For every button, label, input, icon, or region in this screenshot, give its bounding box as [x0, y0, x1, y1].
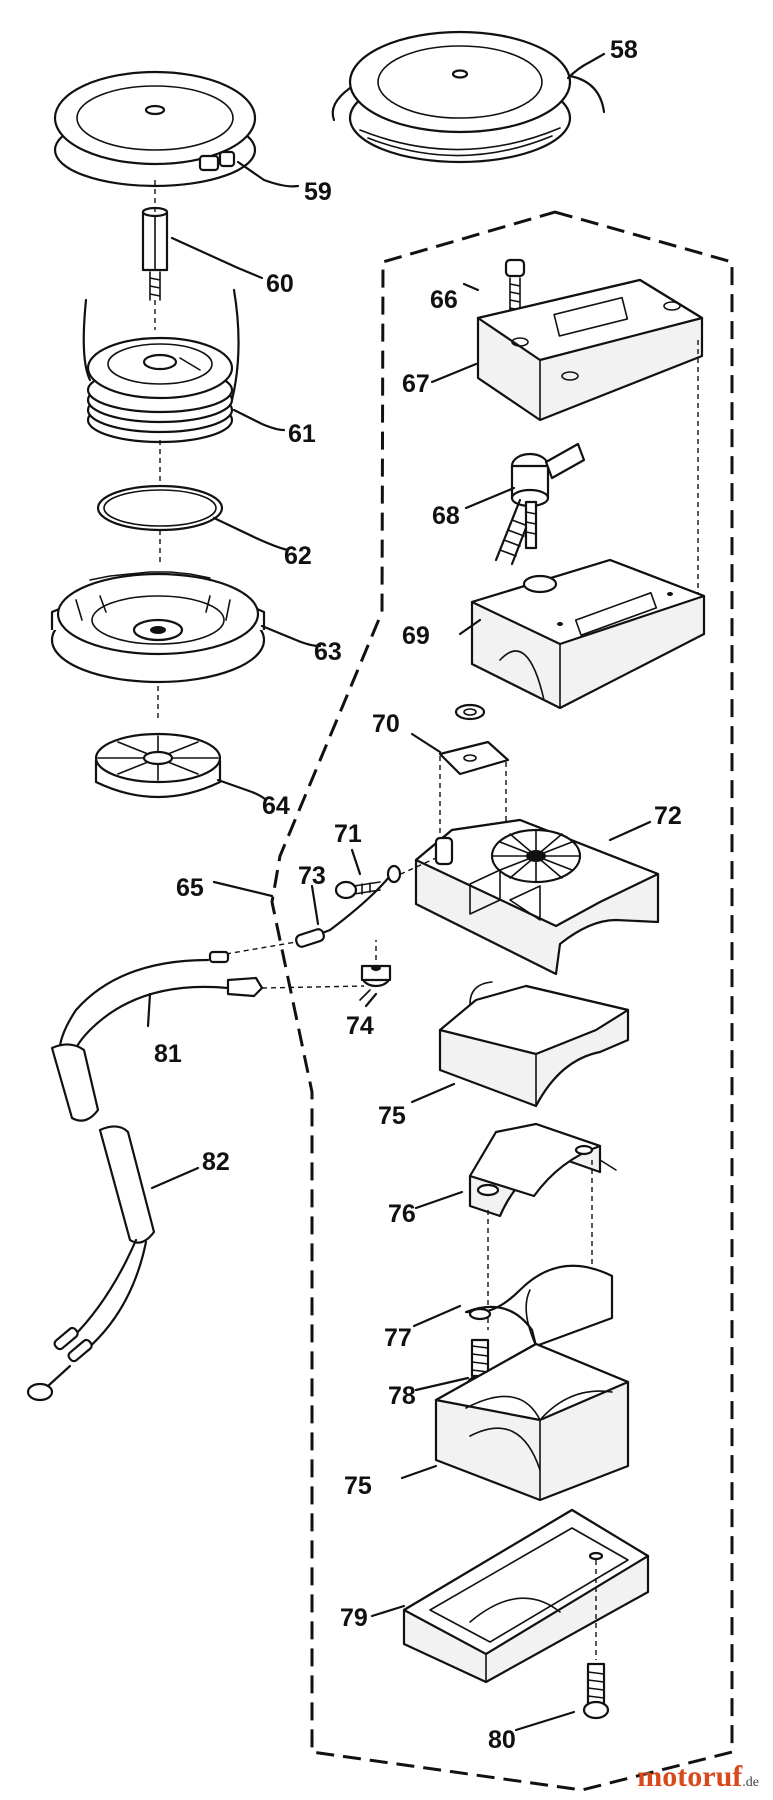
label-67: 67	[402, 370, 430, 398]
label-61: 61	[288, 420, 316, 448]
label-82: 82	[202, 1148, 230, 1176]
part-73-terminal-wire	[225, 864, 402, 955]
part-74-switch	[359, 940, 392, 1001]
label-73: 73	[298, 862, 326, 890]
watermark-tld: .de	[742, 1775, 759, 1790]
label-75a: 75	[378, 1102, 406, 1130]
assembly-boundary-dashed	[270, 210, 734, 1792]
part-58-spool-with-line	[331, 30, 606, 164]
label-71: 71	[334, 820, 362, 848]
label-65: 65	[176, 874, 204, 902]
part-labels: 58 59 60 61 62 63 64 65 66 67 68 69 70 7…	[154, 36, 682, 1754]
label-70: 70	[372, 710, 400, 738]
part-75-upper-housing	[438, 981, 630, 1108]
part-80-screw	[582, 1560, 610, 1720]
part-72-switch-body	[414, 818, 660, 976]
label-60: 60	[266, 270, 294, 298]
part-71-small-screw	[334, 857, 437, 900]
part-67-clamp-plate	[476, 278, 704, 596]
part-69-lower-clamp	[470, 558, 706, 710]
label-76: 76	[388, 1200, 416, 1228]
leader-lines	[146, 52, 652, 1732]
part-77-lower-clamp-half	[464, 1264, 614, 1348]
part-68-thumb-screw	[494, 442, 586, 566]
label-68: 68	[432, 502, 460, 530]
part-75-lower-housing	[434, 1342, 630, 1502]
part-61-line-spool	[82, 288, 240, 444]
label-66: 66	[430, 286, 458, 314]
part-64-knob	[94, 732, 222, 799]
watermark-brand: motoruf	[637, 1760, 743, 1793]
label-64: 64	[262, 792, 290, 820]
part-76-clamp	[468, 1122, 617, 1330]
label-63: 63	[314, 638, 342, 666]
part-59-cover	[53, 70, 257, 188]
part-70-plate-and-nut	[438, 703, 510, 834]
part-82-wire-leads	[26, 1125, 156, 1402]
part-79-bottom-cover	[402, 1508, 650, 1684]
label-81: 81	[154, 1040, 182, 1068]
label-77: 77	[384, 1324, 412, 1352]
label-79: 79	[340, 1604, 368, 1632]
part-62-o-ring	[96, 440, 224, 566]
label-74: 74	[346, 1012, 374, 1040]
part-81-wire-harness	[50, 950, 365, 1122]
part-63-spool-housing	[50, 571, 266, 720]
label-58: 58	[610, 36, 638, 64]
motoruf-watermark-logo: motoruf.de	[637, 1760, 759, 1794]
label-72: 72	[654, 802, 682, 830]
label-62: 62	[284, 542, 312, 570]
label-75b: 75	[344, 1472, 372, 1500]
label-80: 80	[488, 1726, 516, 1754]
label-69: 69	[402, 622, 430, 650]
part-60-hex-spacer	[141, 180, 169, 330]
label-78: 78	[388, 1382, 416, 1410]
label-59: 59	[304, 178, 332, 206]
